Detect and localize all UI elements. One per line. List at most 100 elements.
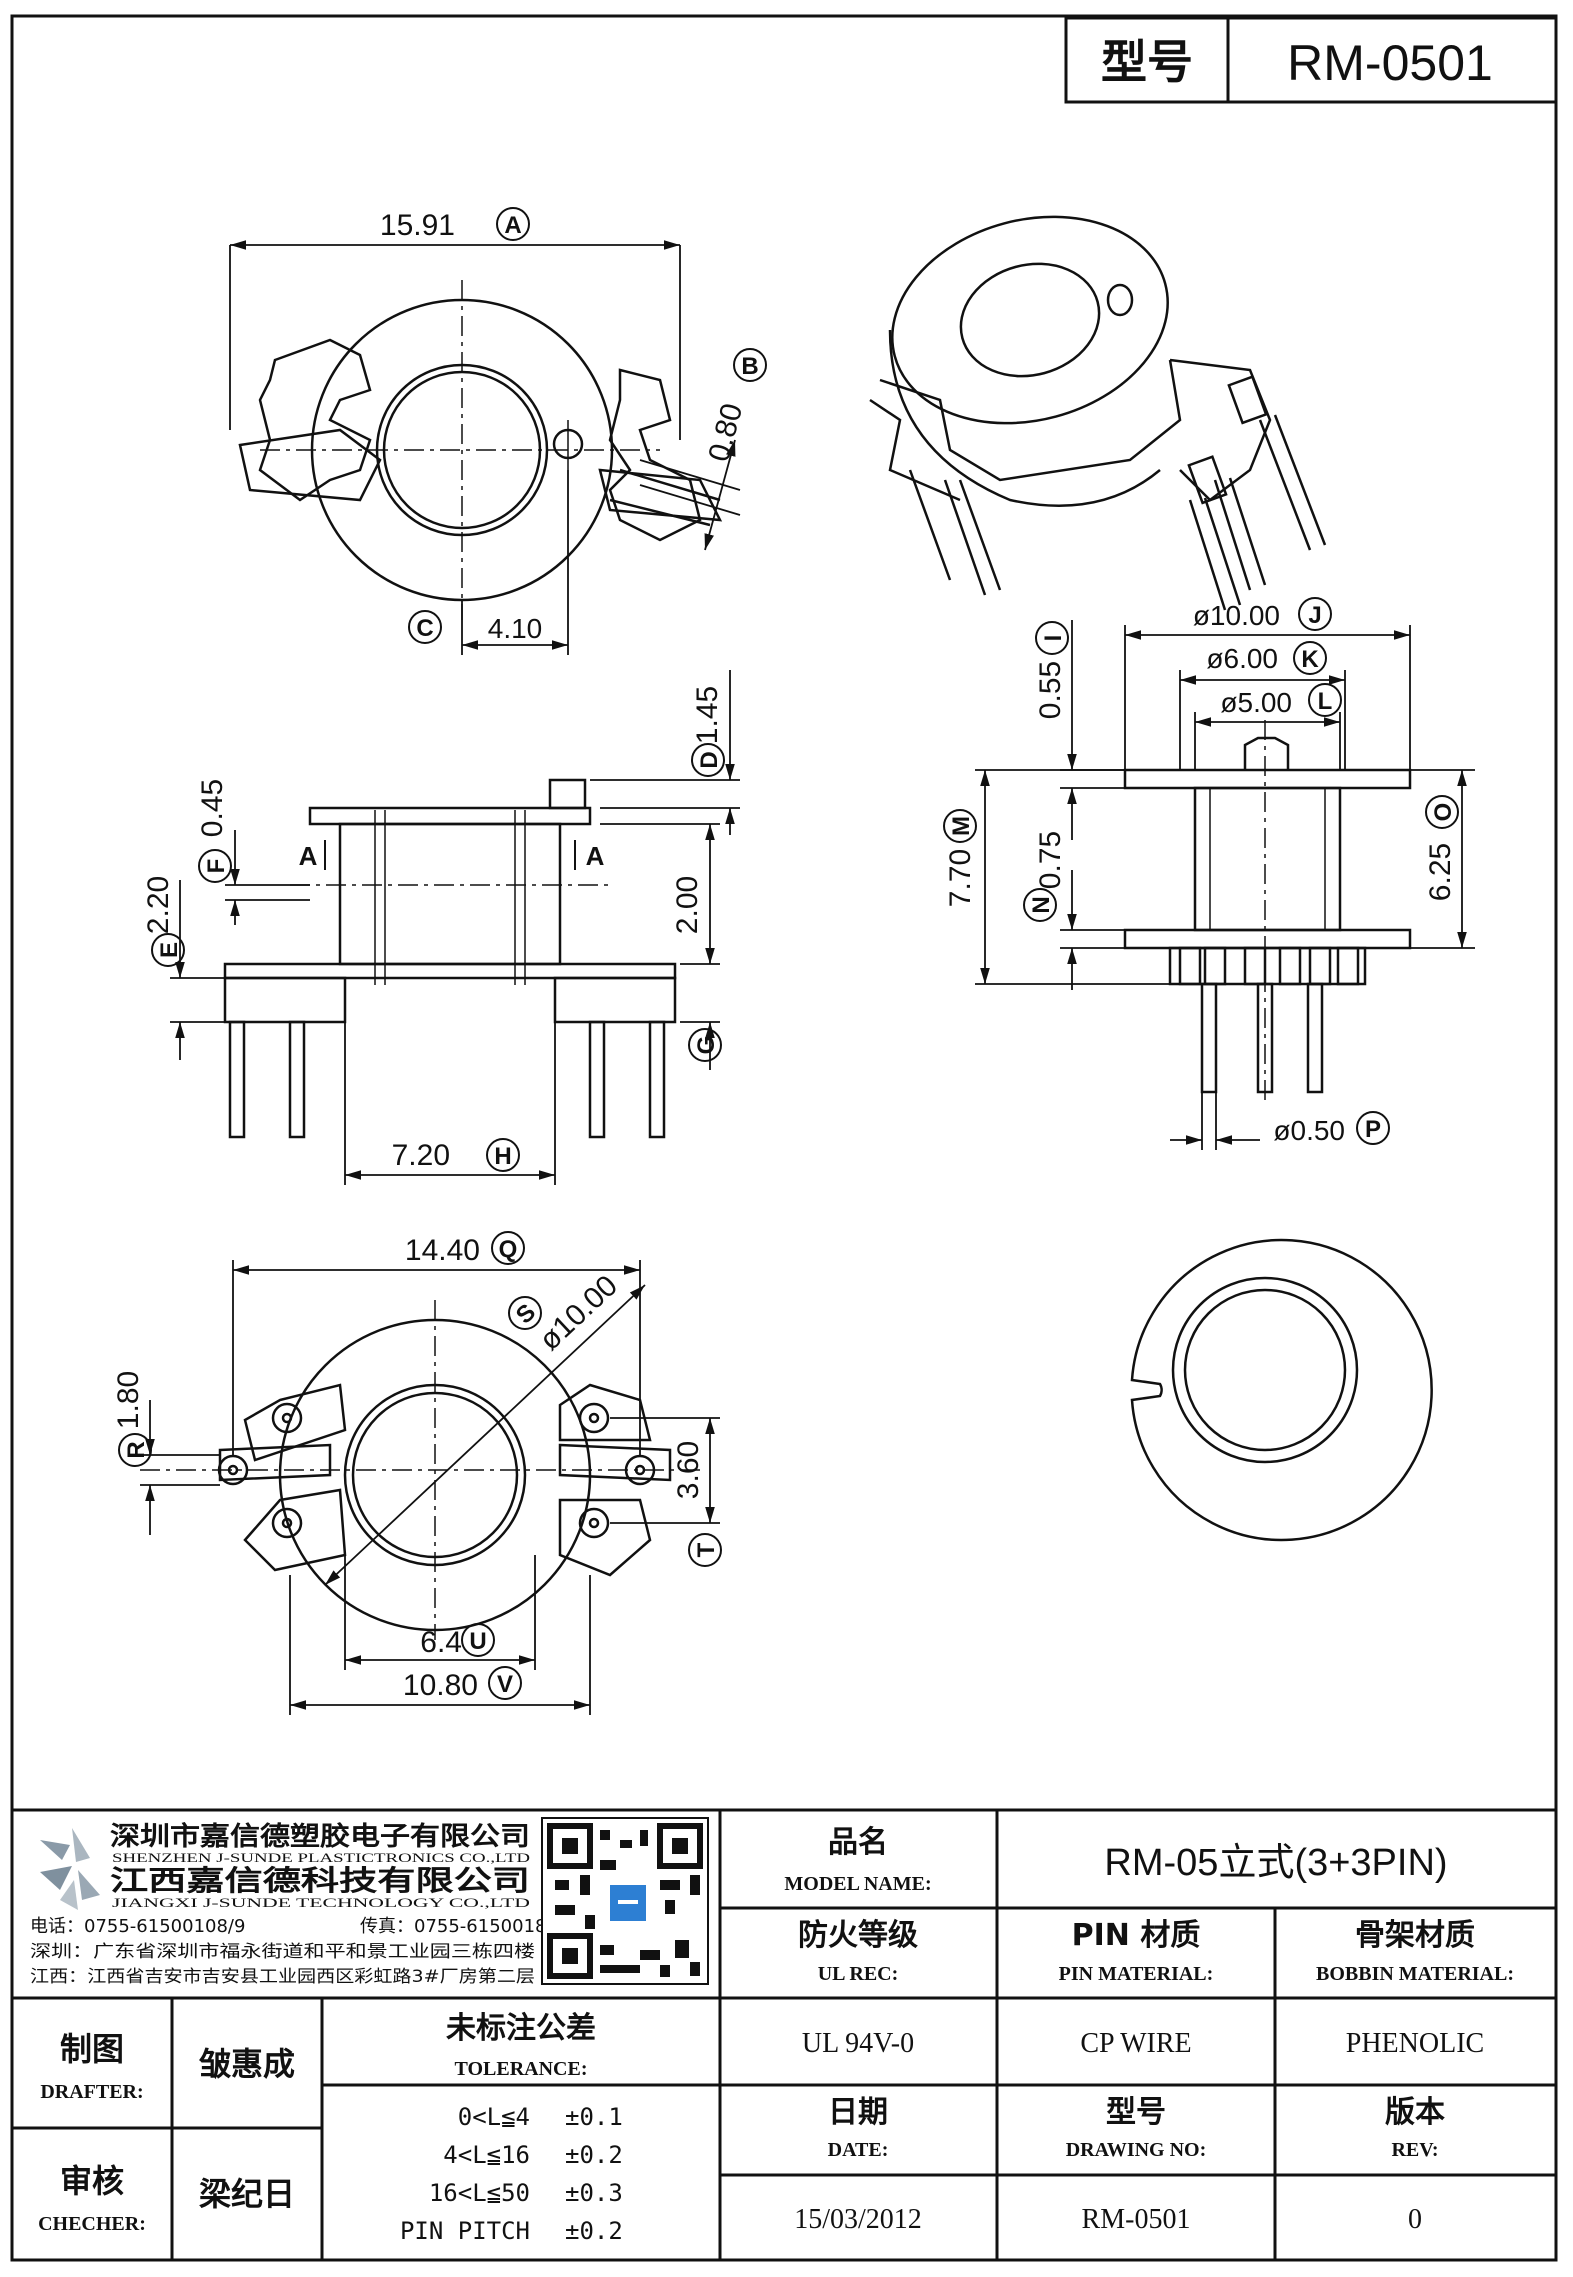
bobbin-label-cn: 骨架材质 [1355, 1918, 1475, 1953]
dim-f-value: 0.45 [196, 779, 229, 837]
svg-text:P: P [1365, 1116, 1381, 1143]
dim-p-value: ø0.50 [1273, 1115, 1345, 1146]
pin-label-en: PIN MATERIAL: [1059, 1963, 1214, 1985]
dim-o-tag: O [1425, 795, 1459, 829]
drawing-no-label-cn: 型号 [1106, 2095, 1166, 2130]
dim-s-value: ø10.00 [533, 1269, 624, 1357]
dim-i-tag: I [1035, 621, 1069, 655]
dim-p-tag: P [1356, 1111, 1390, 1145]
svg-text:H: H [494, 1143, 511, 1170]
dim-c-tag: C [408, 610, 442, 644]
checker-name: 梁纪日 [199, 2175, 295, 2213]
tolerance-table: 0<L≦4 ±0.1 4<L≦16 ±0.2 16<L≦50 ±0.3 PIN … [400, 2103, 623, 2245]
dim-t [610, 1417, 720, 1524]
svg-text:N: N [1028, 896, 1055, 913]
dim-i-value: 0.55 [1034, 661, 1067, 719]
dim-j-value: ø10.00 [1193, 600, 1280, 631]
dim-k [1179, 670, 1346, 770]
svg-text:D: D [696, 751, 723, 768]
qr-code [541, 1817, 709, 1985]
dim-f-tag: F [198, 849, 232, 883]
dim-e-value: 2.20 [142, 876, 175, 934]
svg-text:K: K [1301, 646, 1319, 673]
date-label-cn: 日期 [828, 2095, 888, 2130]
dim-h-tag: H [486, 1138, 520, 1172]
tolerance-range: 0<L≦4 [458, 2103, 530, 2131]
ul-label-en: UL REC: [818, 1963, 899, 1985]
dim-q-value: 14.40 [405, 1234, 480, 1267]
tolerance-value: ±0.1 [565, 2103, 623, 2131]
model-name-en: MODEL NAME: [784, 1873, 931, 1895]
dim-g-tag: G [688, 1028, 722, 1062]
ul-label-cn: 防火等级 [798, 1918, 918, 1953]
tolerance-range: 4<L≦16 [443, 2141, 530, 2169]
dim-v-value: 10.80 [403, 1669, 478, 1702]
header-model-box: 型号 RM-0501 [1064, 16, 1558, 104]
dim-a [229, 240, 681, 440]
svg-text:L: L [1318, 688, 1333, 715]
dim-m-value: 7.70 [944, 849, 977, 907]
svg-text:T: T [693, 1542, 720, 1557]
checker-label-en: CHECHER: [38, 2213, 146, 2235]
dim-h-value: 7.20 [392, 1139, 450, 1172]
svg-text:G: G [693, 1036, 720, 1055]
dim-r-tag: R [118, 1433, 152, 1467]
tolerance-value: ±0.2 [565, 2141, 623, 2169]
tolerance-value: ±0.3 [565, 2179, 623, 2207]
dim-j-tag: J [1298, 597, 1332, 631]
section-mark-left: A [299, 840, 326, 871]
dim-r [140, 1400, 220, 1535]
company-address-jx: 江西：江西省吉安市吉安县工业园西区彩虹路3#厂房第二层 [30, 1967, 535, 1987]
dim-b-value: 0.80 [702, 400, 749, 465]
dim-u-tag: U [461, 1623, 495, 1657]
model-name-cn: 品名 [828, 1825, 888, 1860]
svg-text:U: U [469, 1628, 486, 1655]
svg-text:J: J [1308, 602, 1321, 629]
dim-d [590, 670, 740, 835]
svg-text:E: E [156, 942, 183, 958]
svg-text:I: I [1040, 635, 1067, 642]
front-view [223, 778, 677, 1139]
company2-name-en: JIANGXI J-SUNDE TECHNOLOGY CO.,LTD [112, 1895, 530, 1910]
company-fax: 传真：0755-61500185 [360, 1916, 558, 1937]
drafter-label-cn: 制图 [60, 2030, 124, 2068]
date-label-en: DATE: [828, 2139, 889, 2161]
dim-e-tag: E [151, 933, 185, 967]
dim-c [461, 470, 569, 655]
dim-d-value: 1.45 [691, 686, 724, 744]
header-model-label: 型号 [1101, 35, 1193, 89]
dim-n-tag: N [1023, 888, 1057, 922]
dim-d-tag: D [691, 743, 725, 777]
dim-r-value: 1.80 [112, 1371, 145, 1429]
company-logo [40, 1828, 100, 1910]
svg-text:V: V [497, 1671, 513, 1698]
title-block [12, 1808, 1556, 2260]
dim-q-tag: Q [491, 1231, 525, 1265]
svg-text:M: M [948, 816, 975, 836]
svg-text:Q: Q [499, 1236, 518, 1263]
company2-name-cn: 江西嘉信德科技有限公司 [110, 1864, 530, 1897]
svg-text:A: A [299, 841, 318, 871]
date-value: 15/03/2012 [794, 2204, 922, 2235]
dim-a-tag: A [496, 207, 530, 241]
dim-o-value: 6.25 [1424, 843, 1457, 901]
model-name-value: RM-05立式(3+3PIN) [1104, 1842, 1447, 1884]
dim-e [170, 880, 225, 1060]
svg-text:O: O [1430, 803, 1457, 822]
dim-k-tag: K [1293, 641, 1327, 675]
dim-f [225, 830, 310, 925]
dim-i [1060, 620, 1125, 840]
checker-label-cn: 审核 [60, 2162, 124, 2200]
ul-value: UL 94V-0 [802, 2028, 914, 2059]
drawing-no-value: RM-0501 [1082, 2204, 1191, 2235]
pin-material-value: CP WIRE [1080, 2028, 1191, 2059]
top-view [238, 280, 723, 620]
pin-label-cn: PIN 材质 [1072, 1918, 1201, 1953]
company-phone: 电话：0755-61500108/9 [30, 1916, 245, 1937]
dim-b [639, 439, 741, 551]
sheet-border [10, 14, 1558, 2262]
drafter-name: 皱惠成 [199, 2045, 295, 2083]
company-name-en: SHENZHEN J-SUNDE PLASTICTRONICS CO.,LTD [112, 1850, 530, 1865]
company-address-sz: 深圳：广东省深圳市福永街道和平和景工业园三栋四楼 [30, 1942, 535, 1962]
